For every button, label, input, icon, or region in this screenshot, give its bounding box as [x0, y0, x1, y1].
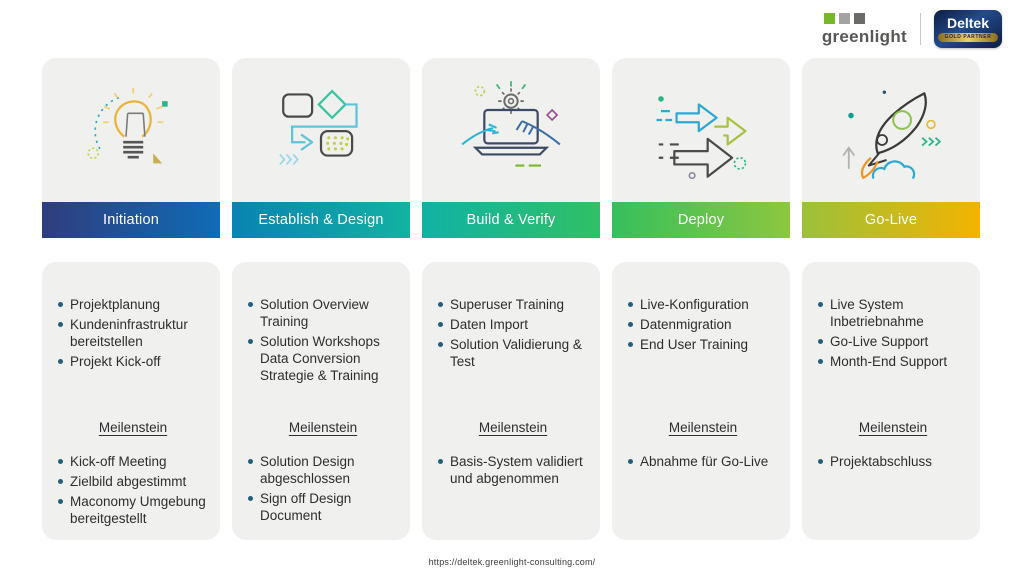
icon-card [612, 58, 790, 202]
logo-divider [920, 13, 921, 45]
bullet-item: Solution Workshops Data Conversion Strat… [246, 333, 400, 384]
milestone-heading: Meilenstein [478, 420, 548, 435]
phase-header: Establish & Design [232, 202, 410, 238]
deltek-gold-partner-badge: GOLD PARTNER [937, 33, 999, 42]
bullet-item: Sign off Design Document [246, 490, 400, 524]
bullet-item: Go-Live Support [816, 333, 970, 350]
bullet-item: Solution Design abgeschlossen [246, 453, 400, 487]
milestone-heading: Meilenstein [288, 420, 358, 435]
rocket-icon [842, 90, 942, 180]
brand-bar: greenlight Deltek GOLD PARTNER [822, 10, 1002, 48]
bullet-item: Projektplanung [56, 296, 210, 313]
logo-square [838, 13, 850, 24]
bullet-item: Kundeninfrastruktur bereitstellen [56, 316, 210, 350]
laptop-hands-icon [461, 81, 561, 167]
milestone-list: Abnahme für Go-Live [626, 453, 780, 470]
bullet-item: Abnahme für Go-Live [626, 453, 780, 470]
footer-url: https://deltek.greenlight-consulting.com… [428, 557, 596, 567]
milestone-heading: Meilenstein [668, 420, 738, 435]
bullet-item: End User Training [626, 336, 780, 353]
icon-card [802, 58, 980, 202]
logo-square [853, 13, 865, 24]
phase-header: Build & Verify [422, 202, 600, 238]
bullet-item: Live System Inbetriebnahme [816, 296, 970, 330]
greenlight-wordmark: greenlight [821, 27, 907, 46]
phase-header: Deploy [612, 202, 790, 238]
milestone-heading: Meilenstein [858, 420, 928, 435]
bullet-item: Datenmigration [626, 316, 780, 333]
deltek-logo: Deltek GOLD PARTNER [934, 10, 1002, 48]
bullet-item: Kick-off Meeting [56, 453, 210, 470]
bullet-item: Projekt Kick-off [56, 353, 210, 370]
milestone-list: Basis-System validiert und abgenommen [436, 453, 590, 487]
bullet-item: Maconomy Umgebung bereitgestellt [56, 493, 210, 527]
greenlight-logo: greenlight [822, 11, 907, 47]
phase-header: Go-Live [802, 202, 980, 238]
icon-card [422, 58, 600, 202]
bullet-item: Basis-System validiert und abgenommen [436, 453, 590, 487]
bullet-item: Live-Konfiguration [626, 296, 780, 313]
deltek-wordmark: Deltek [946, 15, 990, 31]
bullet-item: Daten Import [436, 316, 590, 333]
bullet-item: Projektabschluss [816, 453, 970, 470]
bullet-item: Solution Validierung & Test [436, 336, 590, 370]
phase-column-establish-design: Establish & Design Solution Overview Tra… [232, 58, 410, 540]
greenlight-squares-icon [823, 13, 865, 24]
icon-card [232, 58, 410, 202]
logo-square [823, 13, 835, 24]
milestone-list: Projektabschluss [816, 453, 970, 470]
milestone-heading: Meilenstein [98, 420, 168, 435]
phase-header: Initiation [42, 202, 220, 238]
icon-card [42, 58, 220, 202]
bullet-item: Month-End Support [816, 353, 970, 370]
lightbulb-icon [87, 87, 168, 164]
deploy-arrows-icon [656, 96, 747, 180]
bullet-item: Zielbild abgestimmt [56, 473, 210, 490]
bullet-item: Solution Overview Training [246, 296, 400, 330]
workflow-icon [279, 89, 358, 166]
bullet-item: Superuser Training [436, 296, 590, 313]
